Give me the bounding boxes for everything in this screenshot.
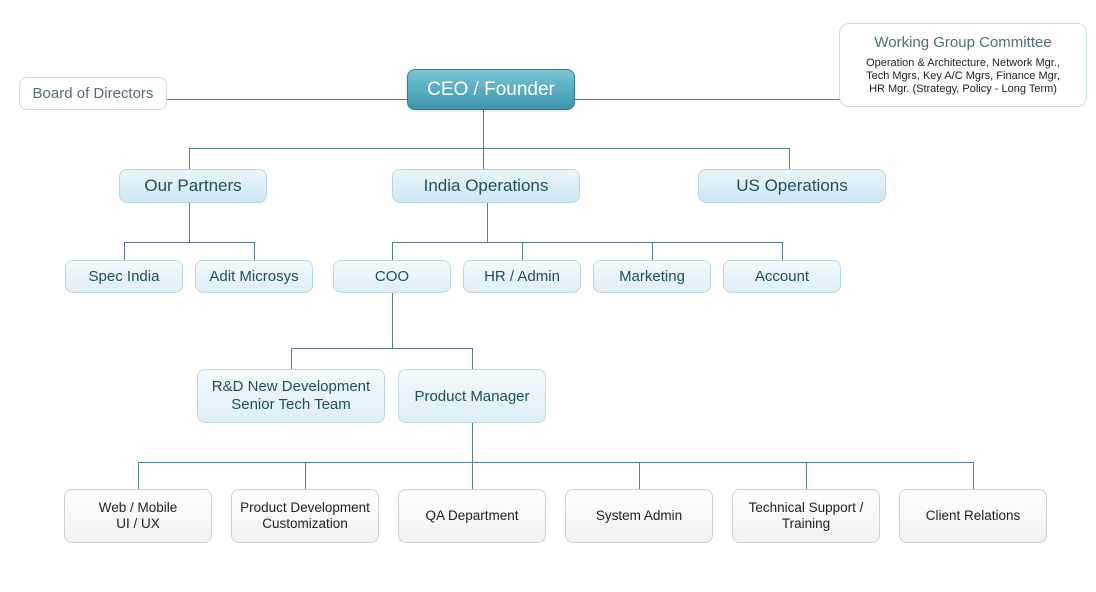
spec-india-label: Spec India	[88, 268, 160, 285]
technical-support-label-line: Technical Support /	[748, 500, 864, 515]
marketing-node: Marketing	[593, 260, 711, 293]
system-admin-node: System Admin	[565, 489, 713, 543]
client-relations-label: Client Relations	[925, 508, 1021, 523]
working-group-line: Operation & Architecture, Network Mgr.,	[866, 57, 1060, 69]
working-group-committee-node: Working Group Committee Operation & Arch…	[839, 23, 1087, 107]
web-mobile-node: Web / Mobile UI / UX	[64, 489, 212, 543]
india-operations-label: India Operations	[423, 176, 549, 195]
technical-support-node: Technical Support / Training	[732, 489, 880, 543]
system-admin-label: System Admin	[595, 508, 683, 523]
ceo-label: CEO / Founder	[427, 78, 555, 100]
client-relations-node: Client Relations	[899, 489, 1047, 543]
coo-label: COO	[374, 268, 410, 285]
board-label: Board of Directors	[32, 85, 154, 102]
us-operations-node: US Operations	[698, 169, 886, 203]
product-development-label-line: Customization	[262, 516, 348, 531]
qa-department-node: QA Department	[398, 489, 546, 543]
hr-admin-node: HR / Admin	[463, 260, 581, 293]
board-of-directors-node: Board of Directors	[19, 77, 167, 110]
account-node: Account	[723, 260, 841, 293]
ceo-node: CEO / Founder	[407, 69, 575, 110]
us-operations-label: US Operations	[736, 176, 848, 195]
working-group-line: HR Mgr. (Strategy, Policy - Long Term)	[869, 83, 1057, 95]
working-group-title: Working Group Committee	[874, 34, 1052, 51]
product-development-node: Product Development Customization	[231, 489, 379, 543]
adit-microsys-label: Adit Microsys	[209, 268, 299, 285]
rnd-label-line: Senior Tech Team	[231, 396, 351, 413]
india-operations-node: India Operations	[392, 169, 580, 203]
hr-admin-label: HR / Admin	[484, 268, 560, 285]
working-group-line: Tech Mgrs, Key A/C Mgrs, Finance Mgr,	[866, 70, 1060, 82]
account-label: Account	[754, 268, 810, 285]
product-development-label-line: Product Development	[240, 500, 370, 515]
our-partners-label: Our Partners	[144, 176, 242, 195]
web-mobile-label-line: Web / Mobile	[98, 500, 178, 515]
coo-node: COO	[333, 260, 451, 293]
marketing-label: Marketing	[619, 268, 685, 285]
our-partners-node: Our Partners	[119, 169, 267, 203]
rnd-node: R&D New Development Senior Tech Team	[197, 369, 385, 423]
spec-india-node: Spec India	[65, 260, 183, 293]
adit-microsys-node: Adit Microsys	[195, 260, 313, 293]
product-manager-label: Product Manager	[414, 387, 530, 405]
technical-support-label-line: Training	[781, 516, 831, 531]
web-mobile-label-line: UI / UX	[116, 516, 160, 531]
product-manager-node: Product Manager	[398, 369, 546, 423]
rnd-label-line: R&D New Development	[211, 378, 371, 395]
qa-department-label: QA Department	[425, 508, 519, 523]
